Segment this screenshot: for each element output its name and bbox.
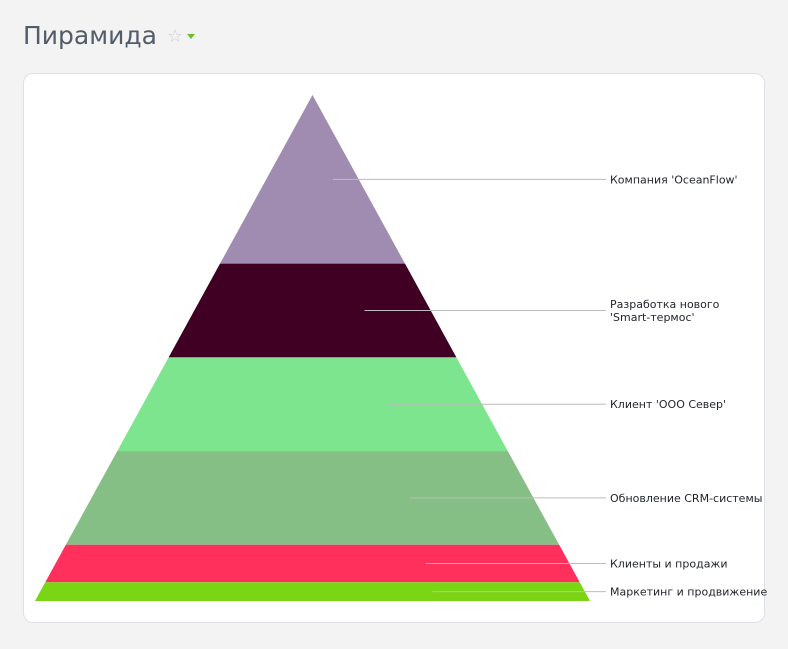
pyramid-segment-3[interactable]	[117, 357, 508, 452]
pyramid-label-1: Компания 'OceanFlow'	[610, 173, 738, 186]
pyramid-segment-5[interactable]	[45, 544, 580, 583]
pyramid-segment-1[interactable]	[220, 95, 405, 264]
star-outline-icon[interactable]: ☆	[166, 26, 184, 46]
pyramid-label-2-line-2: 'Smart-термос'	[610, 311, 695, 324]
pyramid-segment-4[interactable]	[65, 451, 560, 545]
pyramid-segment-6[interactable]	[35, 582, 590, 601]
pyramid-label-2-line-1: Разработка нового	[610, 298, 720, 311]
pyramid-label-4: Обновление CRM-системы	[610, 492, 762, 505]
page-header: Пирамида ☆	[23, 20, 196, 52]
pyramid-label-6: Маркетинг и продвижение	[610, 586, 767, 599]
pyramid-segment-2[interactable]	[168, 263, 457, 358]
caret-down-icon[interactable]	[187, 33, 196, 39]
pyramid-label-5: Клиенты и продажи	[610, 558, 728, 571]
page-title: Пирамида	[23, 21, 157, 50]
pyramid-label-3: Клиент 'ООО Север'	[610, 398, 726, 411]
